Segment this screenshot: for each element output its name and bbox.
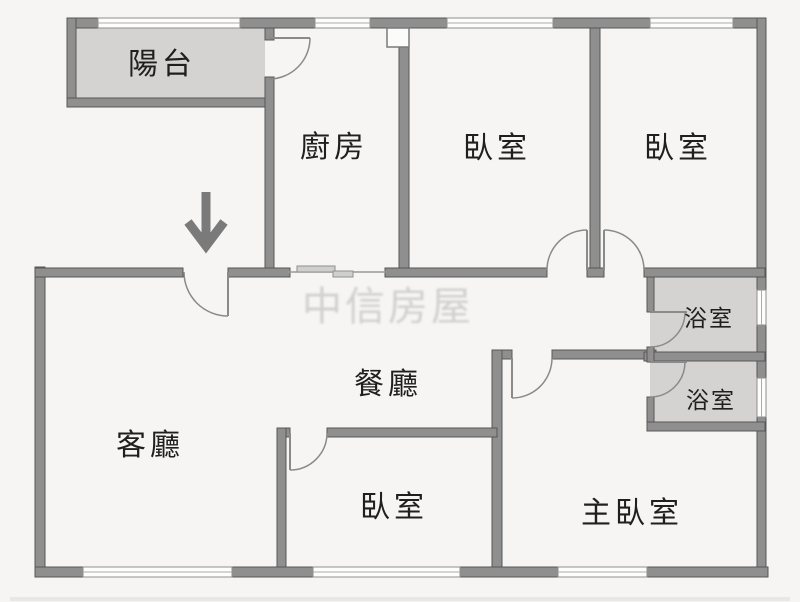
bathroom-divider-wall: [643, 351, 766, 362]
sliding-panel: [332, 270, 354, 278]
entrance-arrow-icon: [184, 192, 228, 254]
entry-door-arc: [183, 271, 229, 317]
bathroom-bottom-wall: [646, 421, 766, 432]
wall-segment: [227, 267, 291, 278]
sliding-panel: [296, 265, 336, 273]
room-label-balcony: 陽台: [128, 48, 196, 81]
wall-segment: [239, 17, 316, 29]
wall-segment: [459, 566, 559, 578]
wall-segment: [551, 349, 657, 360]
room-label-living-room: 客廳: [116, 429, 184, 462]
bathroom-door-arc: [649, 361, 686, 398]
doors: [183, 37, 687, 471]
room-label-bathroom-upper: 浴室: [684, 305, 734, 331]
room-label-bedroom-bottom: 臥室: [360, 491, 428, 524]
wall-segment: [66, 17, 77, 108]
balcony-walls: [66, 17, 271, 108]
wall-segment: [231, 566, 314, 578]
master-bedroom-door-arc: [511, 357, 553, 399]
wall-segment: [646, 276, 655, 313]
wall-segment: [264, 76, 275, 273]
wall-segment: [369, 17, 448, 29]
bedroom-door-arc: [289, 432, 328, 471]
left-wall: [34, 266, 46, 578]
windows: [82, 17, 767, 578]
arrow-head: [184, 219, 228, 254]
wall-segment: [756, 17, 767, 291]
wall-segment: [643, 267, 766, 278]
room-label-master-bedroom: 主臥室: [581, 497, 683, 530]
wall-segment: [646, 346, 655, 363]
wall-segment: [326, 427, 498, 438]
dining-master-wall: [496, 349, 657, 360]
wall-segment: [646, 566, 769, 578]
kitchen-bedroom-wall: [398, 27, 410, 269]
bedroom-door-arc: [546, 229, 588, 271]
wall-segment: [586, 267, 605, 278]
room-label-bathroom-lower: 浴室: [686, 387, 736, 413]
bottom-shadow: [10, 597, 790, 601]
kitchen-left-wall: [264, 27, 275, 273]
kitchen-sliding-opening: [288, 265, 387, 278]
room-label-bedroom-top-right: 臥室: [644, 132, 712, 165]
room-label-kitchen: 廚房: [300, 131, 368, 164]
wall-segment: [552, 17, 651, 29]
balcony-floor-fill: [71, 23, 265, 103]
room-label-dining-room: 餐廳: [354, 368, 422, 401]
room-label-bedroom-top-left: 臥室: [463, 132, 531, 165]
bathrooms-floor-fill: [650, 277, 757, 422]
duct-shaft: [386, 27, 410, 48]
wall-segment: [276, 427, 287, 578]
inter-bedroom-wall: [589, 27, 601, 269]
wall-segment: [66, 97, 271, 108]
master-bedroom-left-wall: [491, 349, 503, 578]
wall-segment: [264, 27, 275, 41]
wall-segment: [34, 267, 184, 278]
balcony-door-arc: [268, 37, 311, 80]
watermark: 中信房屋: [302, 285, 474, 329]
wall-segment: [34, 566, 84, 578]
bedroom-door-arc: [603, 229, 645, 271]
bathroom-walls: [643, 276, 766, 432]
wall-segment: [756, 416, 767, 578]
bathroom-door-arc: [649, 311, 686, 348]
